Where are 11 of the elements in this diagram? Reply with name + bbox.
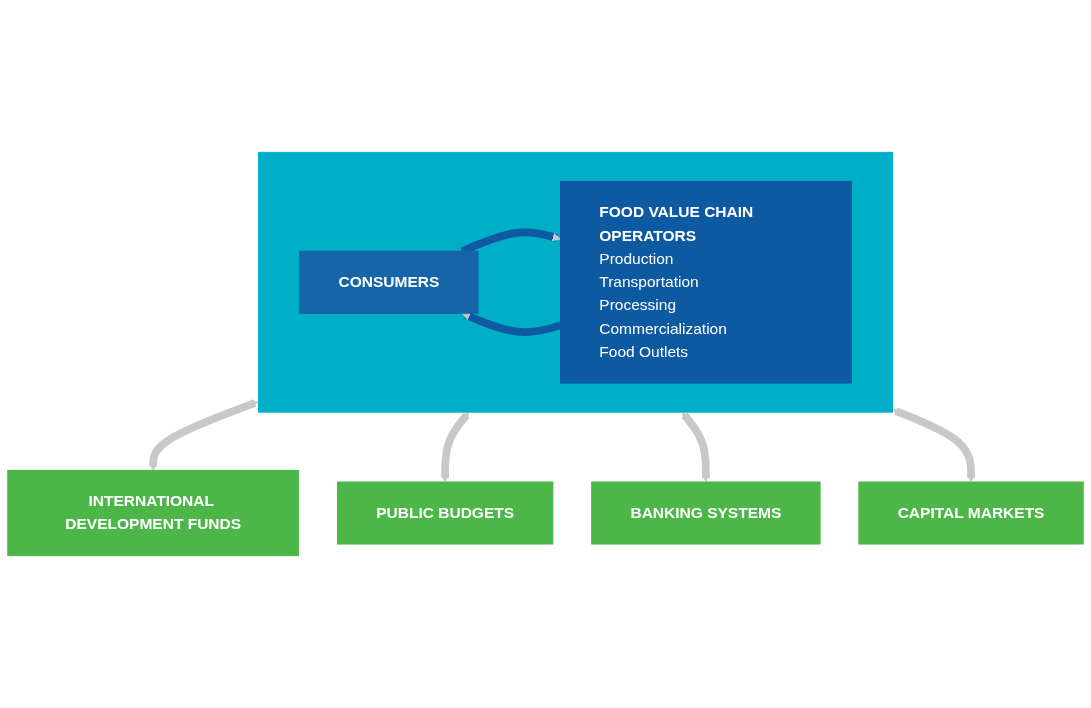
arrow xyxy=(681,412,711,483)
node-box: BANKING SYSTEMS xyxy=(591,481,821,545)
node-box: FOOD VALUE CHAIN OPERATORS Production Transportation Processing Commercialization Food Outlets xyxy=(560,180,852,384)
arrow xyxy=(892,407,976,483)
cluster xyxy=(257,151,894,413)
node-box: CONSUMERS xyxy=(299,250,479,314)
node-box: INTERNATIONAL DEVELOPMENT FUNDS xyxy=(7,469,300,557)
arrow xyxy=(148,399,259,471)
node-box: PUBLIC BUDGETS xyxy=(336,481,554,545)
node-box: CAPITAL MARKETS xyxy=(858,481,1084,545)
arrow xyxy=(440,412,470,483)
